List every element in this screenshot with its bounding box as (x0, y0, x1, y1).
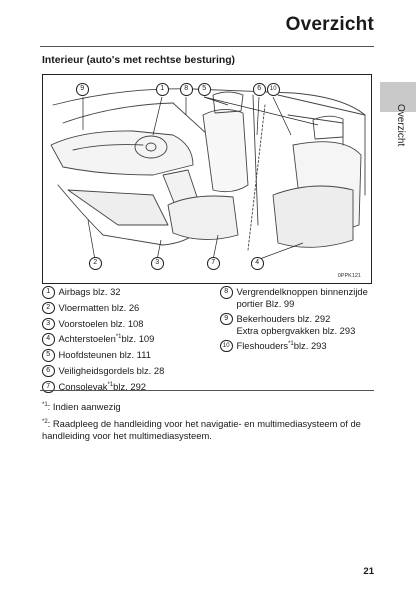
item-number: 5 (42, 349, 55, 362)
chapter-tab (380, 82, 416, 112)
callout-1: 1 (156, 83, 173, 96)
chapter-tab-label: Overzicht (395, 104, 406, 147)
figure-code: 0PPK121 (337, 273, 361, 279)
footnote-ref: *1 (107, 381, 114, 388)
component-list-left: 1 Airbags blz. 32 2 Vloermatten blz. 26 … (42, 286, 217, 397)
list-item: 4 Achterstoelen*1blz. 109 (42, 333, 217, 346)
header-divider (40, 46, 374, 47)
item-number: 9 (220, 312, 233, 326)
callout-5: 5 (198, 83, 215, 96)
footnote: *1: Indien aanwezig (42, 401, 378, 413)
callout-6: 6 (253, 83, 270, 96)
item-page-ref: blz. 293 (293, 339, 327, 351)
item-text: Airbags blz. 32 (58, 286, 121, 297)
item-number: 6 (42, 364, 55, 378)
item-page-ref: blz. 109 (121, 333, 155, 345)
item-text: Hoofdsteunen blz. 111 (58, 349, 151, 361)
item-text: Veiligheidsgordels blz. 28 (58, 364, 165, 376)
callout-7: 7 (207, 257, 224, 270)
footnote-ref: *1 (288, 340, 294, 347)
item-text: Consolevak (58, 380, 108, 392)
item-number: 10 (220, 339, 233, 353)
callout-2: 2 (89, 257, 106, 270)
footnote-ref: *1 (115, 334, 122, 341)
interior-illustration: 9 1 8 5 6 10 2 3 7 4 0PPK121 (42, 74, 372, 284)
item-number: 1 (42, 286, 55, 299)
item-number: 2 (42, 301, 55, 315)
item-text: Vloermatten blz. 26 (58, 301, 140, 313)
page-number: 21 (363, 566, 374, 577)
car-interior-drawing (50, 88, 366, 261)
footnote-text: : Raadpleeg de handleiding voor het navi… (42, 418, 361, 442)
list-item: 6 Veiligheidsgordels blz. 28 (42, 364, 217, 378)
list-item: 2 Vloermatten blz. 26 (42, 301, 217, 315)
list-item: 10 Fleshouders*1blz. 293 (220, 339, 380, 353)
item-number: 7 (42, 380, 55, 394)
section-title: Interieur (auto's met rechtse besturing) (42, 55, 236, 66)
item-text: Fleshouders (236, 339, 289, 351)
item-page-ref: blz. 292 (113, 380, 147, 392)
item-text-cont: portier Blz. 99 (236, 297, 295, 309)
item-number: 8 (220, 286, 233, 299)
footnote-mark: *1 (42, 401, 48, 408)
callout-3: 3 (151, 257, 168, 270)
item-text: Voorstoelen blz. 108 (58, 317, 144, 329)
callout-8: 8 (180, 83, 197, 96)
callout-4: 4 (251, 257, 268, 270)
list-item: 1 Airbags blz. 32 (42, 286, 217, 299)
list-item: 5 Hoofdsteunen blz. 111 (42, 349, 217, 362)
footnote: *2: Raadpleeg de handleiding voor het na… (42, 418, 378, 442)
item-number: 3 (42, 317, 55, 331)
item-text: Achterstoelen (58, 333, 116, 345)
item-text: Vergrendelknoppen binnenzijde (236, 286, 368, 297)
item-text-cont: Extra opbergvakken blz. 293 (236, 324, 356, 336)
callout-10: 10 (267, 83, 284, 96)
list-item: 3 Voorstoelen blz. 108 (42, 317, 217, 331)
footnote-divider (40, 390, 374, 391)
footnote-mark: *2 (42, 418, 48, 425)
footnote-text: : Indien aanwezig (47, 401, 121, 412)
list-item: 7 Consolevak*1blz. 292 (42, 380, 217, 394)
item-number: 4 (42, 333, 55, 346)
item-text: Bekerhouders blz. 292 (236, 312, 331, 324)
callout-9: 9 (76, 83, 93, 96)
page-title: Overzicht (285, 14, 374, 35)
